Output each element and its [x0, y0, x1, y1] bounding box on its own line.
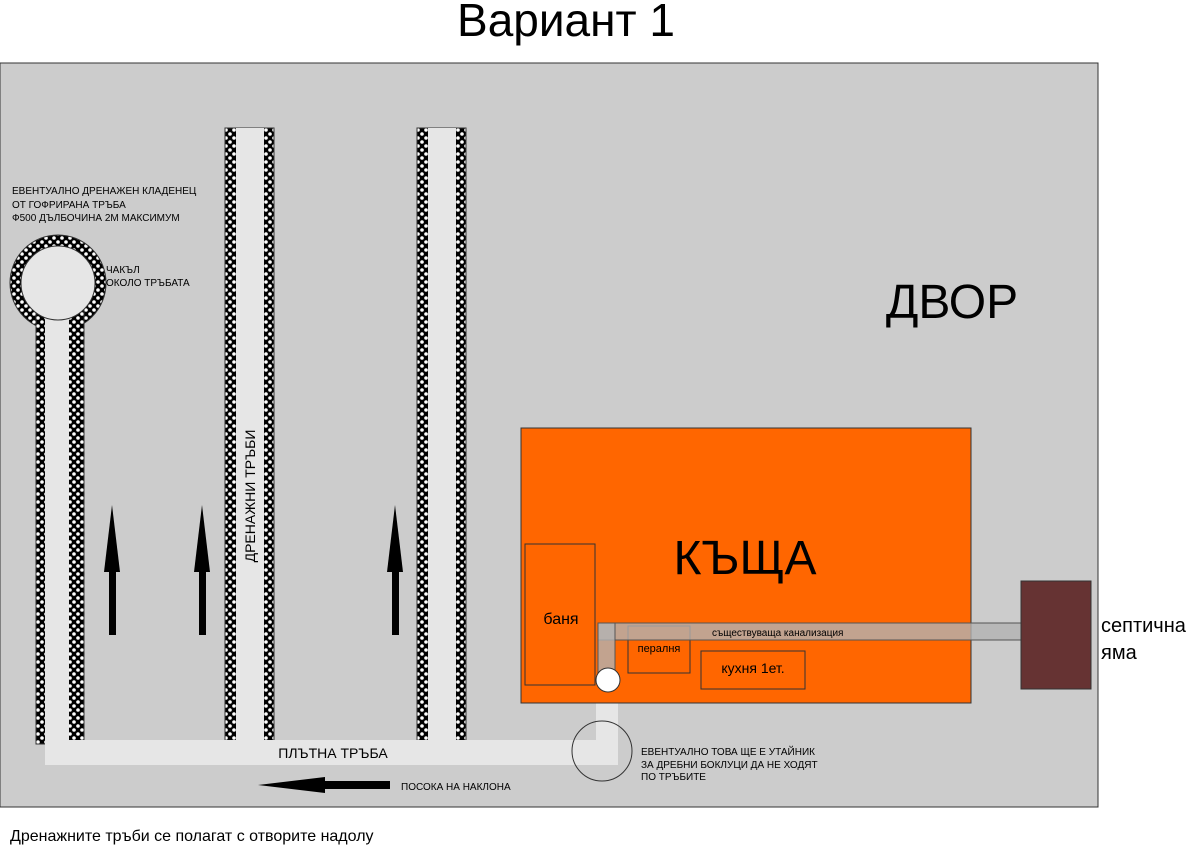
sewer-label: съществуваща канализация	[712, 628, 843, 639]
trap-note: ЕВЕНТУАЛНО ТОВА ЩЕ Е УТАЙНИК ЗА ДРЕБНИ Б…	[641, 745, 820, 783]
arrow-up-icon	[194, 505, 210, 635]
solid-pipe	[45, 740, 618, 765]
bathroom	[524, 543, 596, 686]
gravel-note: ЧАКЪЛ ОКОЛО ТРЪБАТА	[106, 265, 190, 289]
page-title: Вариант 1	[457, 0, 675, 46]
bathroom-label: баня	[543, 611, 578, 628]
arrow-left-icon	[258, 777, 390, 793]
kitchen	[700, 650, 806, 690]
septic-label: септична яма	[1101, 615, 1191, 664]
house-label: КЪЩА	[674, 532, 817, 585]
laundry-label: пералня	[638, 643, 681, 655]
drain-pipes-label: ДРЕНАЖНИ ТРЪБИ	[242, 430, 258, 563]
house	[520, 427, 972, 704]
well-circle	[20, 245, 96, 321]
sediment-trap	[571, 720, 633, 782]
drain-pipe-right	[428, 128, 456, 744]
well-note: ЕВЕНТУАЛНО ДРЕНАЖЕН КЛАДЕНЕЦ ОТ ГОФРИРАН…	[12, 186, 199, 224]
slope-label: ПОСОКА НА НАКЛОНА	[401, 782, 511, 793]
solid-pipe-riser	[596, 694, 618, 765]
drain-pipe-middle	[236, 128, 264, 744]
arrow-up-icon	[387, 505, 403, 635]
septic-tank	[1020, 580, 1092, 690]
drain-pipe-left	[45, 300, 69, 744]
arrow-up-icon	[104, 505, 120, 635]
yard-label: ДВОР	[886, 276, 1018, 329]
footer-note: Дренажните тръби се полагат с отворите н…	[10, 828, 374, 845]
solid-pipe-label: ПЛЪТНА ТРЪБА	[278, 745, 388, 761]
pipe-joint	[595, 667, 621, 693]
kitchen-label: кухня 1ет.	[721, 660, 784, 676]
